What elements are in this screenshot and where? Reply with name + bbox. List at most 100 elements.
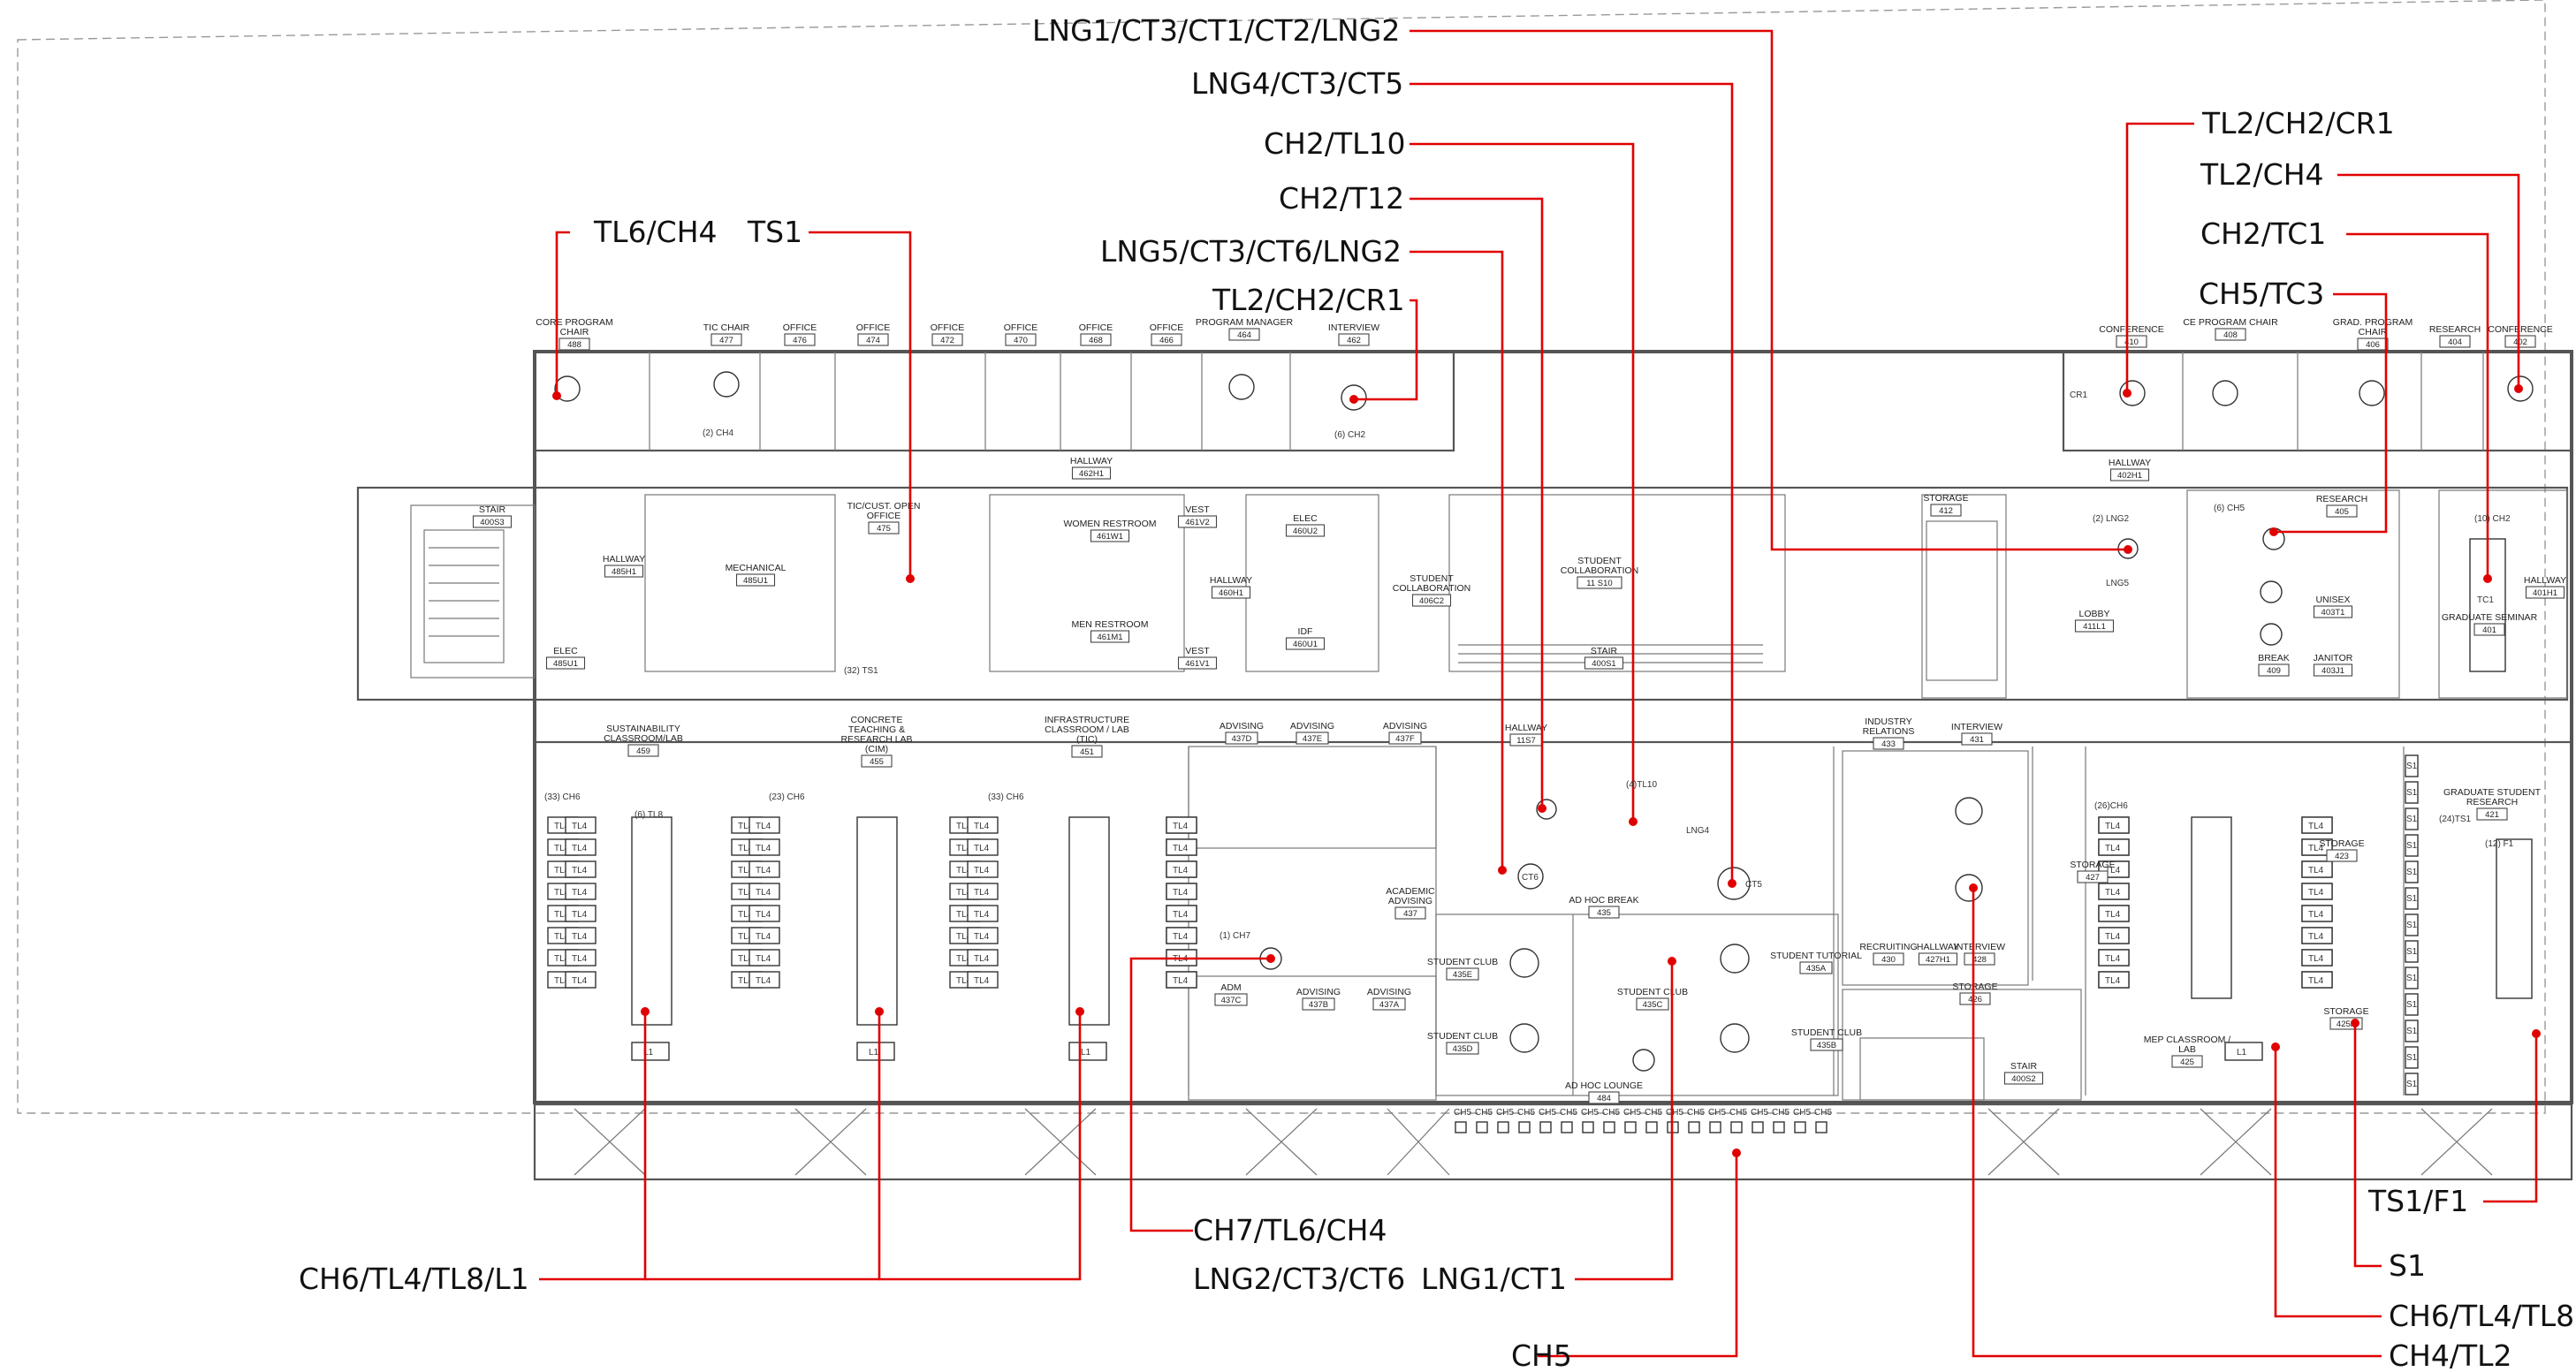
room-number-text: 468 [1089, 336, 1103, 345]
ch5-chair [1815, 1121, 1828, 1133]
room-number-box [1930, 504, 1962, 517]
tl4-table [1166, 816, 1197, 834]
round-tables [554, 371, 2534, 1072]
label-ch2-6: (6) CH2 [1334, 430, 1365, 440]
tl4-label: TL4 [572, 844, 588, 853]
tl4-table [565, 971, 597, 989]
room-number-box [1411, 594, 1452, 607]
room-number-text: 470 [1014, 336, 1028, 345]
room-label-r06: OFFICE 470 [1004, 322, 1038, 346]
room-name-text: INTERVIEW [1951, 722, 2002, 732]
room-number-text: 466 [1159, 336, 1174, 345]
room-number-text: 435 [1597, 908, 1611, 918]
room-number-text: 406 [2366, 340, 2380, 350]
room-name-text: OFFICE [1004, 322, 1038, 333]
l1-lectern [2224, 1042, 2263, 1061]
label-ch5-6: (6) CH5 [2214, 504, 2245, 513]
room-number-box [1296, 731, 1329, 745]
tl4-label: TL4 [2105, 844, 2121, 853]
room-name-text: COLLABORATION [1393, 583, 1471, 594]
room-name-text: STAIR [2010, 1061, 2038, 1072]
room-name-text: ADM [1220, 982, 1241, 993]
ch5-chair [1709, 1121, 1721, 1133]
room-name-text: ELEC [1293, 513, 1318, 524]
room-name-text: ELEC [553, 646, 578, 656]
tl4-label: TL4 [956, 976, 972, 986]
room-name-text: HALLWAY [1210, 575, 1252, 586]
s1-shelf [2405, 1046, 2419, 1069]
tl4-label: TL4 [2308, 932, 2324, 942]
room-number-text: 410 [2124, 337, 2139, 347]
room-name-text: CLASSROOM / LAB [1045, 724, 1129, 735]
s1-shelf [2405, 834, 2419, 857]
tl4-table [2301, 949, 2333, 966]
s1-label: S1 [2406, 947, 2418, 957]
ch5-label: CH5 [1581, 1108, 1599, 1118]
tl4-label: TL4 [554, 910, 570, 920]
ch5-label: CH5 [1729, 1108, 1747, 1118]
room-name-text: RESEARCH LAB [840, 734, 912, 745]
room-number-box [1177, 656, 1218, 670]
room-number-text: 433 [1881, 739, 1896, 749]
room-name-text: STORAGE [2319, 838, 2364, 849]
label-lng2-2: (2) LNG2 [2093, 514, 2130, 524]
ch5-label: CH5 [1666, 1108, 1683, 1118]
tl4-table [565, 927, 597, 944]
s1-label: S1 [2406, 1080, 2418, 1089]
tl4-table [2301, 860, 2333, 878]
room-name-text: HALLWAY [2109, 458, 2151, 468]
label-ch6-a: (33) CH6 [544, 792, 581, 802]
tl4-table [967, 927, 999, 944]
room-number-box [2116, 335, 2147, 348]
tl4-table [1166, 860, 1197, 878]
callout-c07: TL6/CH4 [593, 215, 718, 249]
tl4-label: TL4 [738, 954, 754, 964]
room-number-text: 401H1 [2533, 588, 2557, 598]
tl4-label: TL4 [956, 844, 972, 853]
room-number-text: 461V2 [1185, 518, 1209, 527]
room-name-text: STUDENT [1577, 556, 1622, 566]
label-ch6-b: (23) CH6 [769, 792, 805, 802]
room-number-text: 437C [1221, 996, 1242, 1005]
room-number-box [1151, 333, 1182, 346]
tl4-table [2098, 949, 2130, 966]
label-lng4: LNG4 [1686, 826, 1710, 836]
room-name-text: STUDENT CLUB [1427, 957, 1498, 967]
s1-label: S1 [2406, 868, 2418, 877]
room-number-text: 484 [1597, 1094, 1611, 1103]
tl4-table [1166, 971, 1197, 989]
room-number-text: 435B [1817, 1041, 1836, 1050]
tl4-label: TL4 [554, 822, 570, 831]
tl4-table [967, 883, 999, 900]
tl4-label: TL4 [1173, 910, 1189, 920]
ch5-label: CH5 [1496, 1108, 1514, 1118]
tl4-label: TL4 [974, 932, 990, 942]
s1-label: S1 [2406, 1000, 2418, 1010]
room-number-text: 425A [2337, 1020, 2357, 1029]
room-number-text: 400S2 [2011, 1074, 2035, 1084]
callout-c20: CH6/TL4/TL8 [2389, 1299, 2574, 1333]
callout-c15: LNG2/CT3/CT6 [1193, 1262, 1405, 1296]
callout-c19: S1 [2389, 1248, 2426, 1283]
room-name-text: (CIM) [865, 744, 888, 754]
s1-shelf [2405, 966, 2419, 989]
tl4-label: TL4 [974, 954, 990, 964]
l1-label: L1 [2237, 1048, 2247, 1057]
